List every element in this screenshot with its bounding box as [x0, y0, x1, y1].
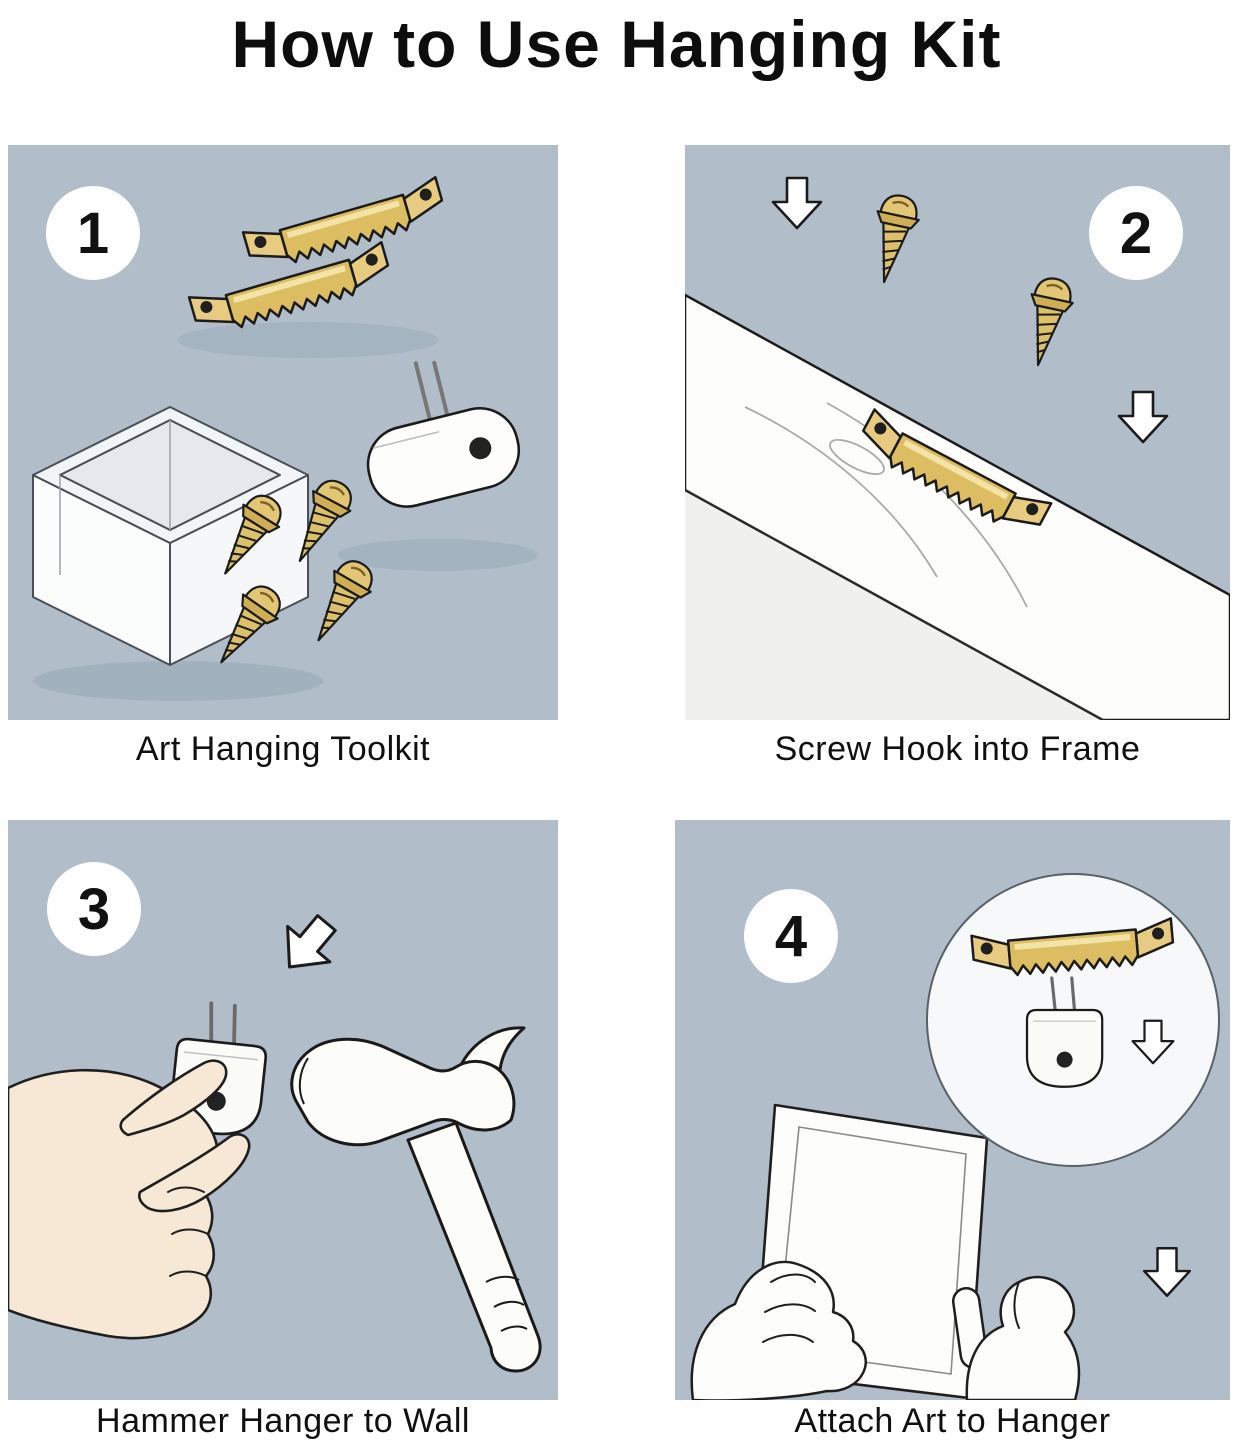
- step-3-caption: Hammer Hanger to Wall: [96, 1402, 470, 1440]
- step-1-illustration: [8, 145, 558, 720]
- step-4-badge: 4: [744, 889, 838, 983]
- hand-icon: [8, 1059, 251, 1340]
- left-hand-icon: [690, 1260, 867, 1400]
- right-hand-icon: [951, 1275, 1081, 1400]
- step-4-caption: Attach Art to Hanger: [794, 1402, 1111, 1440]
- hammer-icon: [290, 1026, 542, 1373]
- magnifier-circle: [926, 873, 1220, 1167]
- step-2-panel: [685, 145, 1230, 720]
- wall-hook-flat-icon: [366, 360, 521, 508]
- step-1-badge: 1: [46, 186, 140, 280]
- step-2-badge: 2: [1089, 186, 1183, 280]
- poster-title: How to Use Hanging Kit: [231, 7, 1002, 81]
- step-2-illustration: [685, 145, 1230, 720]
- frame-board-icon: [685, 293, 1230, 720]
- step-2-caption: Screw Hook into Frame: [774, 730, 1141, 768]
- step-1-caption: Art Hanging Toolkit: [135, 730, 431, 768]
- step-1-panel: [8, 145, 558, 720]
- step-3-badge: 3: [47, 862, 141, 956]
